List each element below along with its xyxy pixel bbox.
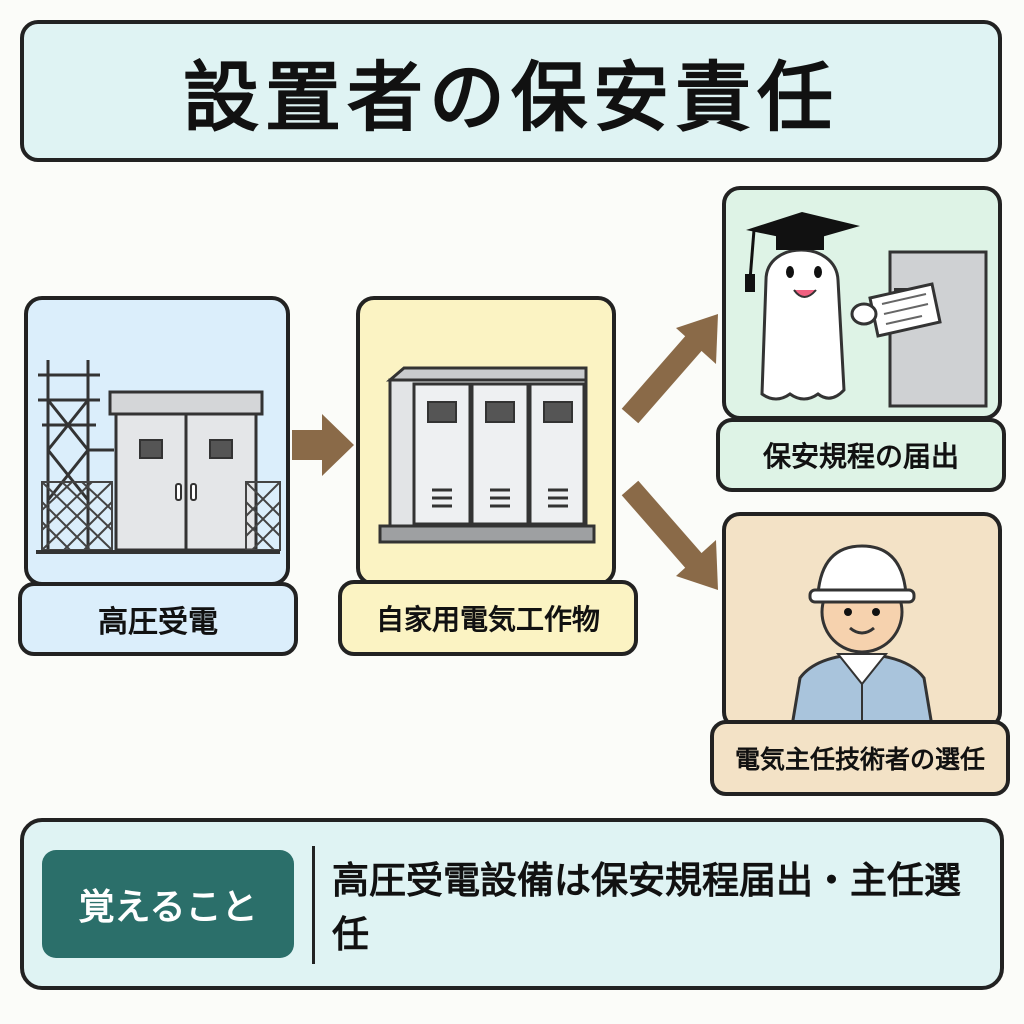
arrow-up-right-icon — [621, 314, 718, 424]
cabinet-panel — [356, 296, 616, 586]
step2-label: 自家用電気工作物 — [375, 603, 600, 636]
summary-badge: 覚えること — [42, 850, 294, 958]
step1-label-box: 高圧受電 — [18, 582, 298, 656]
outcome1-label-box: 保安規程の届出 — [716, 418, 1006, 492]
summary-divider — [312, 846, 315, 964]
engineer-panel — [722, 512, 1002, 730]
title-banner: 設置者の保安責任 — [20, 20, 1002, 162]
filing-panel — [722, 186, 1002, 420]
substation-illustration — [36, 360, 281, 554]
outcome2-label-box: 電気主任技術者の選任 — [710, 720, 1010, 796]
step2-label-box: 自家用電気工作物 — [338, 580, 638, 656]
page-title: 設置者の保安責任 — [183, 53, 839, 142]
cabinet-illustration — [378, 366, 596, 544]
ghost-filing-illustration — [745, 212, 988, 408]
substation-panel — [24, 296, 290, 586]
outcome2-label: 電気主任技術者の選任 — [734, 745, 985, 774]
summary-box: 覚えること 高圧受電設備は保安規程届出・主任選任 — [20, 818, 1004, 990]
arrow-down-right-icon — [621, 480, 718, 590]
summary-text: 高圧受電設備は保安規程届出・主任選任 — [332, 859, 961, 956]
engineer-illustration — [790, 544, 934, 726]
step1-label: 高圧受電 — [98, 605, 218, 640]
outcome1-label: 保安規程の届出 — [762, 440, 959, 473]
arrow-right-icon — [292, 414, 354, 476]
